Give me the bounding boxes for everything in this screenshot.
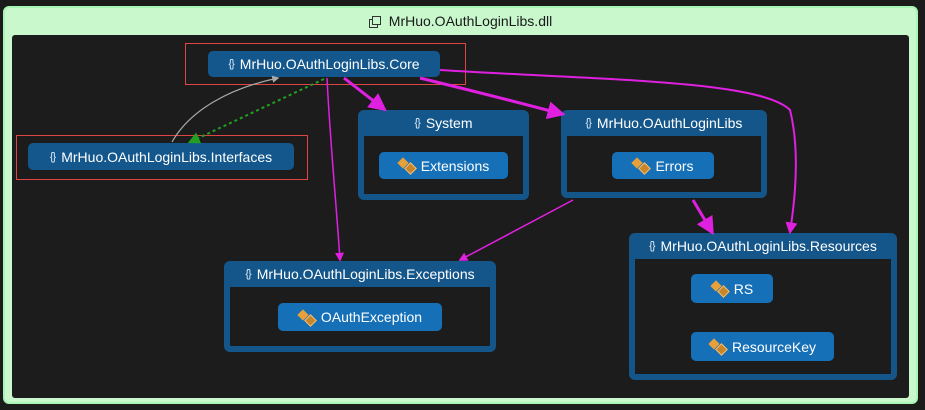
group-exceptions[interactable]: {} MrHuo.OAuthLoginLibs.Exceptions OAuth… bbox=[224, 261, 496, 352]
namespace-icon: {} bbox=[649, 240, 655, 252]
namespace-icon: {} bbox=[245, 268, 251, 280]
node-errors-label: Errors bbox=[655, 157, 694, 174]
class-icon bbox=[710, 280, 730, 298]
group-system-header: {} System bbox=[358, 110, 529, 136]
class-icon bbox=[708, 338, 728, 356]
node-rs-label: RS bbox=[733, 280, 754, 297]
selection-box-core bbox=[185, 43, 466, 85]
group-libs-title: MrHuo.OAuthLoginLibs bbox=[596, 115, 743, 131]
group-resources-header: {} MrHuo.OAuthLoginLibs.Resources bbox=[629, 233, 897, 259]
node-resourcekey-label: ResourceKey bbox=[731, 338, 817, 355]
node-interfaces-label: MrHuo.OAuthLoginLibs.Interfaces bbox=[61, 148, 273, 165]
class-icon bbox=[397, 157, 417, 175]
group-resources-title: MrHuo.OAuthLoginLibs.Resources bbox=[660, 238, 877, 254]
namespace-icon: {} bbox=[228, 58, 234, 70]
node-extensions-label: Extensions bbox=[420, 157, 490, 174]
group-exceptions-title: MrHuo.OAuthLoginLibs.Exceptions bbox=[256, 266, 475, 282]
group-resources[interactable]: {} MrHuo.OAuthLoginLibs.Resources RS Res… bbox=[629, 233, 897, 380]
node-oauthexception[interactable]: OAuthException bbox=[278, 303, 442, 331]
node-errors[interactable]: Errors bbox=[612, 152, 714, 179]
node-core[interactable]: {} MrHuo.OAuthLoginLibs.Core bbox=[208, 51, 440, 77]
group-system-title: System bbox=[425, 115, 473, 131]
namespace-icon: {} bbox=[585, 117, 592, 129]
namespace-icon: {} bbox=[49, 150, 56, 163]
group-system[interactable]: {} System Extensions bbox=[358, 110, 529, 200]
selection-box-interfaces bbox=[16, 135, 308, 180]
group-libs-header: {} MrHuo.OAuthLoginLibs bbox=[561, 110, 767, 136]
node-oauthexception-label: OAuthException bbox=[320, 309, 423, 325]
group-libs[interactable]: {} MrHuo.OAuthLoginLibs Errors bbox=[561, 110, 767, 198]
class-icon bbox=[297, 308, 317, 327]
node-extensions[interactable]: Extensions bbox=[379, 152, 508, 179]
node-interfaces[interactable]: {} MrHuo.OAuthLoginLibs.Interfaces bbox=[28, 143, 294, 170]
node-rs[interactable]: RS bbox=[691, 274, 773, 303]
node-core-label: MrHuo.OAuthLoginLibs.Core bbox=[239, 56, 420, 72]
assembly-icon bbox=[368, 15, 382, 28]
assembly-title: MrHuo.OAuthLoginLibs.dll bbox=[388, 13, 553, 29]
node-resourcekey[interactable]: ResourceKey bbox=[691, 332, 834, 361]
class-icon bbox=[631, 157, 652, 175]
assembly-header: MrHuo.OAuthLoginLibs.dll bbox=[5, 8, 916, 34]
group-exceptions-header: {} MrHuo.OAuthLoginLibs.Exceptions bbox=[224, 261, 496, 287]
namespace-icon: {} bbox=[414, 117, 420, 129]
